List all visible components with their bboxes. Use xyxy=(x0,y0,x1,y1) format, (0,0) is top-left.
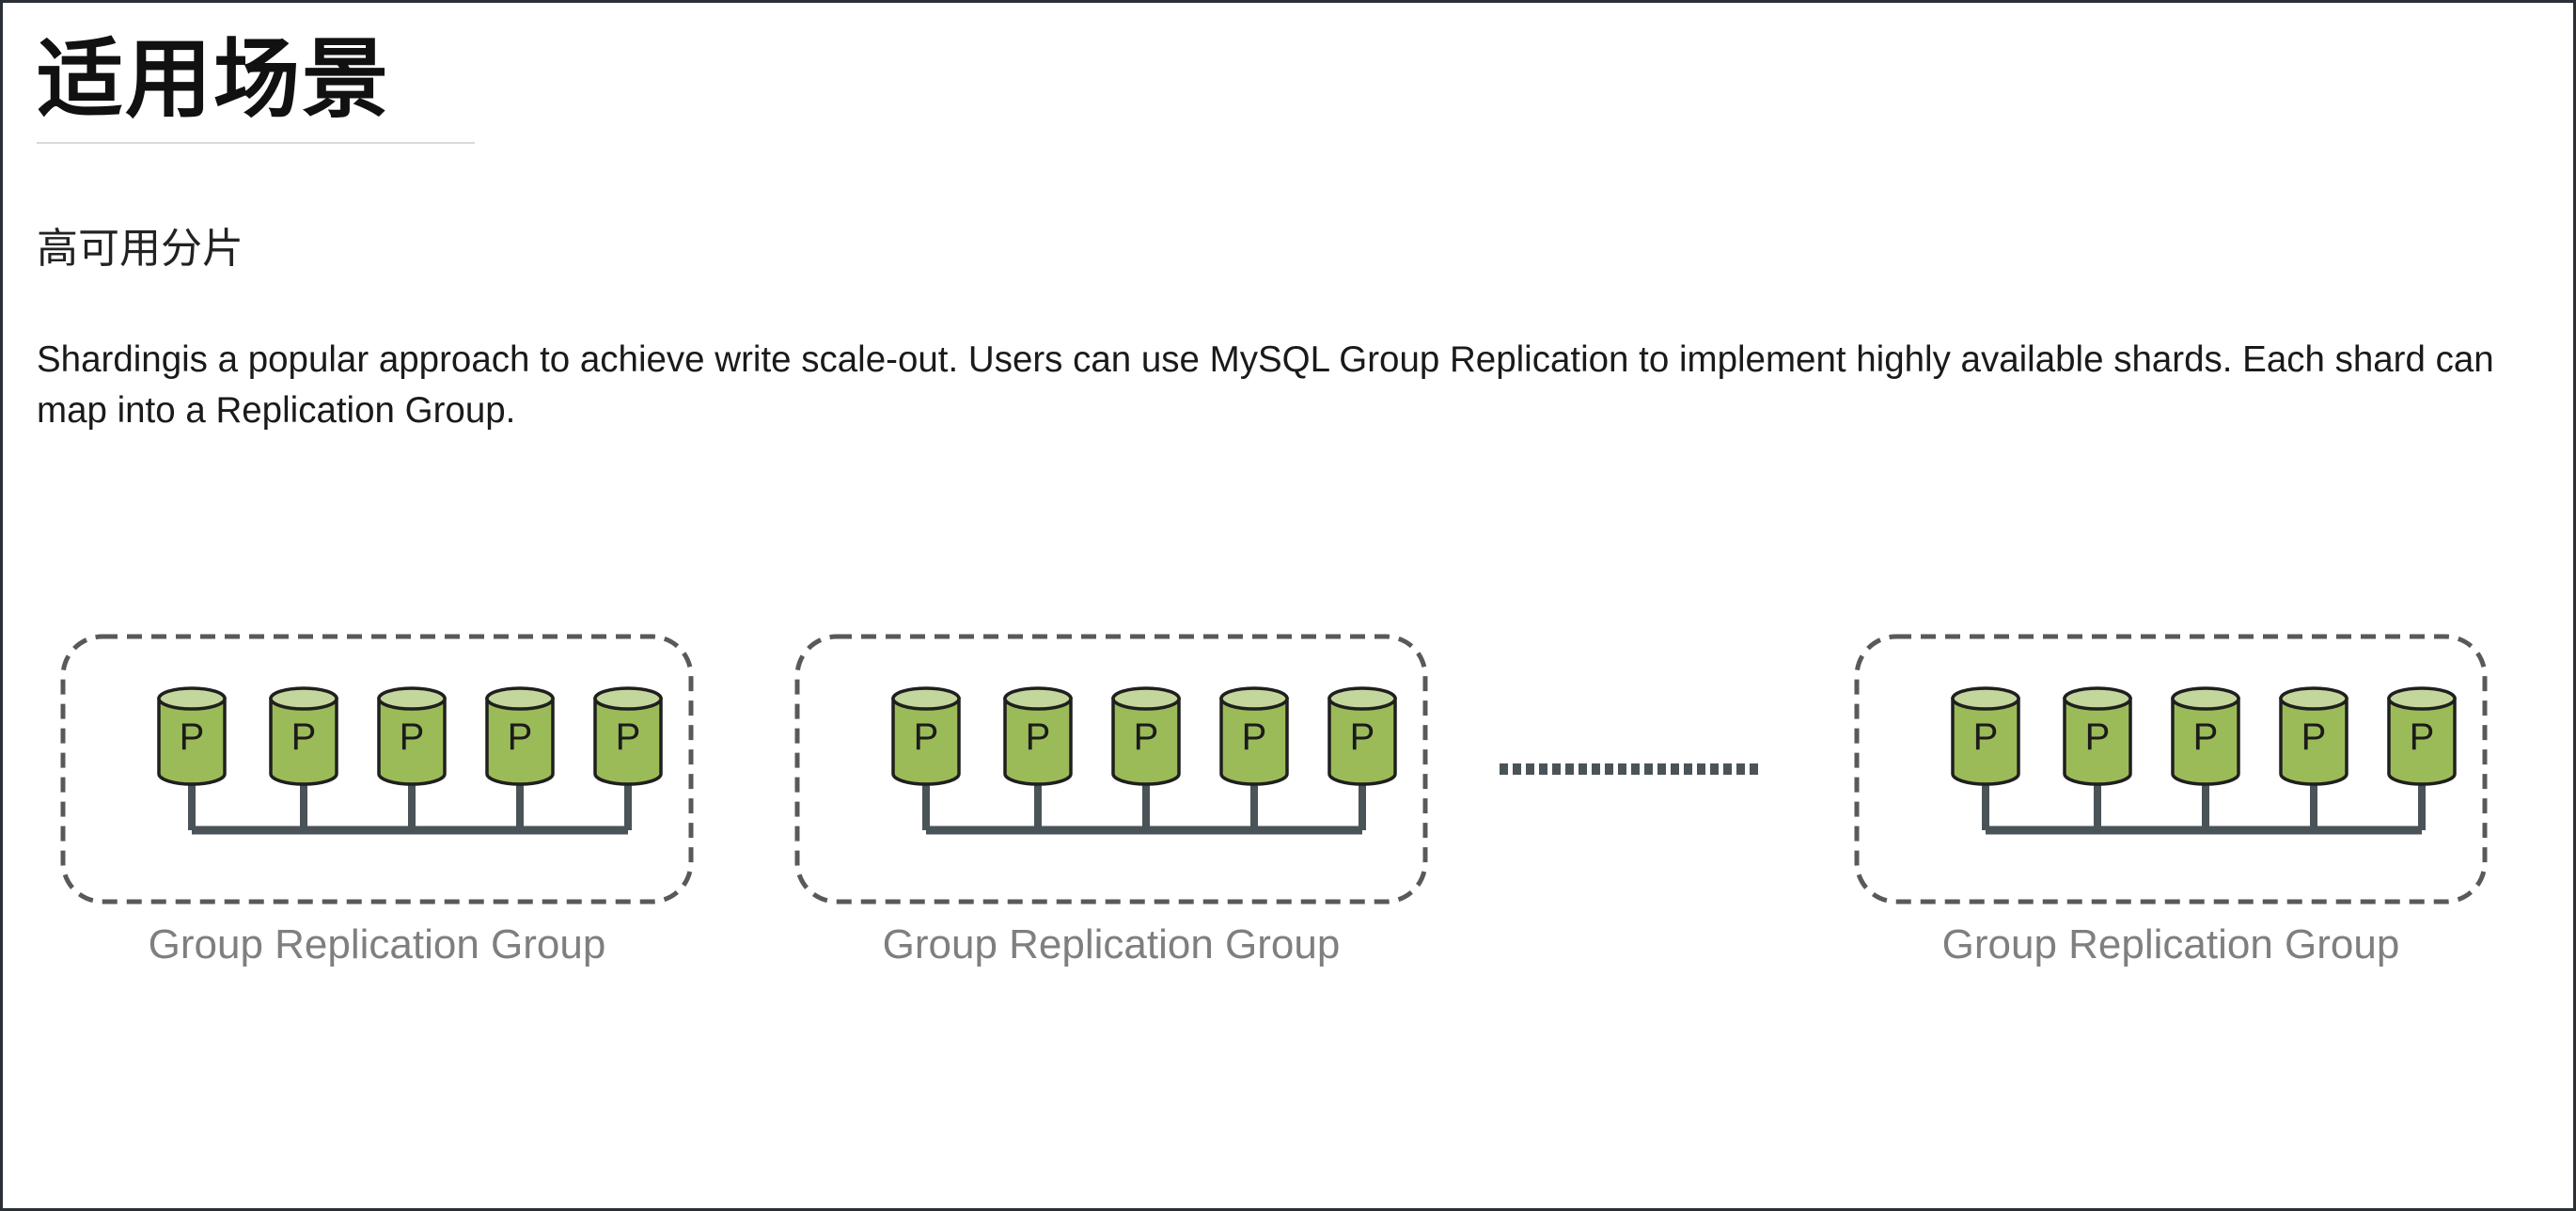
section-subtitle: 高可用分片 xyxy=(37,225,243,273)
group-dashed-border xyxy=(794,634,1428,904)
database-cylinder-icon xyxy=(269,697,338,786)
group-caption: Group Replication Group xyxy=(149,921,606,967)
database-cylinder-top xyxy=(2063,686,2132,711)
database-cylinder-top xyxy=(2387,686,2457,711)
database-cylinder-icon xyxy=(1219,697,1289,786)
database-node: P xyxy=(1951,686,2020,830)
replication-group-1: P P P P P Group Replication Group xyxy=(60,634,694,967)
database-cylinder-top xyxy=(2171,686,2240,711)
database-node: P xyxy=(891,686,961,830)
database-cylinder-top xyxy=(1111,686,1181,711)
node-label: P xyxy=(180,716,205,758)
database-node: P xyxy=(1327,686,1397,830)
database-cylinder-icon xyxy=(2387,697,2457,786)
database-node: P xyxy=(269,686,338,830)
database-cylinder-top xyxy=(1951,686,2020,711)
group-dashed-border xyxy=(60,634,694,904)
node-label: P xyxy=(914,716,939,758)
database-node: P xyxy=(2171,686,2240,830)
node-label: P xyxy=(2410,716,2435,758)
database-cylinder-top xyxy=(1003,686,1073,711)
groups-layer: P P P P P Group Replication Group P P P P P Group R… xyxy=(60,634,2488,967)
database-cylinder-top xyxy=(593,686,663,711)
database-cylinder-top xyxy=(377,686,447,711)
database-cylinder-top xyxy=(157,686,227,711)
database-cylinder-top xyxy=(1219,686,1289,711)
description-paragraph: Shardingis a popular approach to achieve… xyxy=(37,339,2494,431)
database-cylinder-icon xyxy=(2063,697,2132,786)
node-label: P xyxy=(1026,716,1051,758)
database-node: P xyxy=(593,686,663,830)
database-cylinder-top xyxy=(1327,686,1397,711)
database-cylinder-icon xyxy=(1003,697,1073,786)
database-node: P xyxy=(2279,686,2348,830)
database-cylinder-top xyxy=(269,686,338,711)
database-cylinder-icon xyxy=(1327,697,1397,786)
node-label: P xyxy=(508,716,533,758)
database-node: P xyxy=(1219,686,1289,830)
database-cylinder-icon xyxy=(377,697,447,786)
node-label: P xyxy=(400,716,425,758)
database-node: P xyxy=(157,686,227,830)
node-label: P xyxy=(1350,716,1375,758)
node-label: P xyxy=(2193,716,2219,758)
replication-group-2: P P P P P Group Replication Group xyxy=(794,634,1428,967)
group-caption: Group Replication Group xyxy=(1942,921,2400,967)
group-caption: Group Replication Group xyxy=(883,921,1341,967)
database-cylinder-icon xyxy=(157,697,227,786)
database-node: P xyxy=(2063,686,2132,830)
page-title: 适用场景 xyxy=(37,29,391,130)
database-node: P xyxy=(1003,686,1073,830)
database-cylinder-top xyxy=(2279,686,2348,711)
replication-group-3: P P P P P Group Replication Group xyxy=(1854,634,2488,967)
node-label: P xyxy=(2301,716,2327,758)
database-cylinder-icon xyxy=(2171,697,2240,786)
database-cylinder-icon xyxy=(891,697,961,786)
database-cylinder-icon xyxy=(2279,697,2348,786)
node-label: P xyxy=(1134,716,1159,758)
database-node: P xyxy=(2387,686,2457,830)
database-cylinder-icon xyxy=(593,697,663,786)
node-label: P xyxy=(1242,716,1267,758)
database-cylinder-icon xyxy=(485,697,555,786)
title-underline xyxy=(37,142,475,144)
database-node: P xyxy=(1111,686,1181,830)
node-label: P xyxy=(2085,716,2111,758)
database-cylinder-top xyxy=(891,686,961,711)
group-dashed-border xyxy=(1854,634,2488,904)
sharding-diagram: P P P P P Group Replication Group P P P P P Group R… xyxy=(60,634,2488,967)
database-cylinder-top xyxy=(485,686,555,711)
database-cylinder-icon xyxy=(1951,697,2020,786)
node-label: P xyxy=(1973,716,1999,758)
node-label: P xyxy=(291,716,317,758)
database-cylinder-icon xyxy=(1111,697,1181,786)
node-label: P xyxy=(616,716,641,758)
database-node: P xyxy=(485,686,555,830)
database-node: P xyxy=(377,686,447,830)
